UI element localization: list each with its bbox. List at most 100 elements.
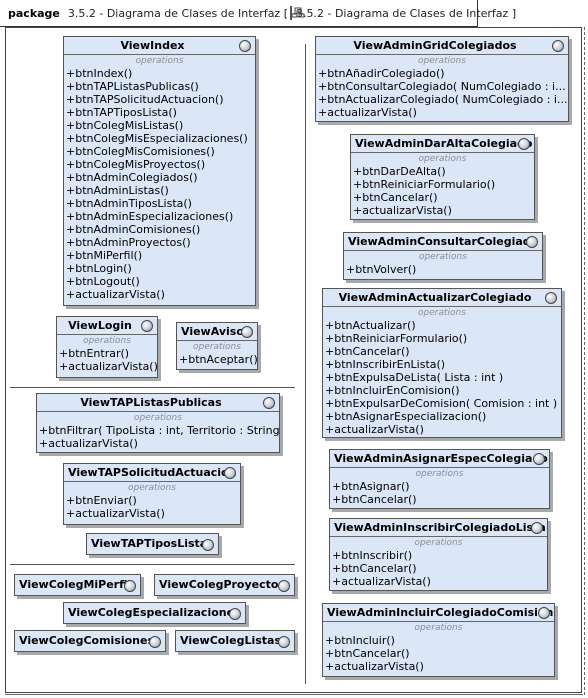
class-viewtapsolicitudactuacion[interactable]: ViewTAPSolicitudActuacion operations +bt…: [63, 463, 241, 525]
class-viewtaptiposlista[interactable]: ViewTAPTiposLista: [86, 533, 219, 555]
operation: +btnTAPListasPublicas(): [66, 80, 199, 93]
diagram-icon: [290, 6, 305, 20]
class-icon: [141, 320, 153, 332]
class-viewadmininscribircolegiadolista[interactable]: ViewAdminInscribirColegiadoLista operati…: [329, 518, 548, 591]
operation: +btnAdminProyectos(): [66, 236, 191, 249]
frame-edge-dashed: [584, 27, 585, 695]
class-icon: [263, 397, 275, 409]
class-icon: [124, 580, 136, 592]
operations-label: operations: [418, 56, 466, 66]
operation: +btnExpulsarDeComision( Comision : int ): [325, 397, 558, 410]
class-name: ViewColegEspecializaciones: [68, 606, 241, 619]
class-viewaviso[interactable]: ViewAviso operations +btnAceptar(): [176, 322, 258, 370]
package-frame: [5, 27, 582, 693]
operation: +actualizarVista(): [332, 575, 431, 588]
section-divider-top: [10, 387, 295, 388]
operations-list: +btnActualizar() +btnReiniciarFormulario…: [323, 319, 561, 436]
operation: +btnDarDeAlta(): [353, 165, 446, 178]
class-icon: [545, 292, 557, 304]
operation: +btnAceptar(): [179, 353, 257, 366]
operation: +btnTAPTiposLista(): [66, 106, 177, 119]
class-viewadmingridcolegiados[interactable]: ViewAdminGridColegiados operations +btnA…: [315, 36, 569, 122]
class-viewadminconsultarcolegiado[interactable]: ViewAdminConsultarColegiado operations +…: [343, 232, 543, 280]
operation: +btnColegMisListas(): [66, 119, 184, 132]
class-viewadminactualizarcolegiado[interactable]: ViewAdminActualizarColegiado operations …: [322, 288, 562, 438]
operations-list: +btnAsignar() +btnCancelar(): [330, 480, 549, 506]
operations-label: operations: [135, 56, 184, 66]
class-name: ViewColegProyectos: [159, 578, 286, 591]
class-icon: [531, 522, 543, 534]
operation: +btnCancelar(): [325, 345, 410, 358]
class-viewindex[interactable]: ViewIndex operations +btnIndex() +btnTAP…: [63, 36, 256, 306]
operations-list: +btnEntrar() +actualizarVista(): [57, 347, 157, 373]
operation: +btnAñadirColegiado(): [318, 67, 445, 80]
operation: +btnAdminListas(): [66, 184, 169, 197]
class-icon: [149, 636, 161, 648]
operation: +btnCancelar(): [353, 191, 438, 204]
class-viewadmindaraltacolegiado[interactable]: ViewAdminDarAltaColegiado operations +bt…: [350, 134, 535, 220]
frame-title: 3.5.2 - Diagrama de Clases de Interfaz [: [67, 6, 288, 20]
class-name: ViewAdminActualizarColegiado: [323, 289, 561, 307]
operations-label: operations: [419, 252, 467, 262]
operation: +btnAsignar(): [332, 480, 410, 493]
class-viewadminincluircolegiadocomision[interactable]: ViewAdminIncluirColegiadoComision operat…: [322, 603, 555, 677]
class-viewcolegproyectos[interactable]: ViewColegProyectos: [154, 574, 295, 596]
operations-list: +btnIncluir() +btnCancelar() +actualizar…: [323, 634, 554, 673]
class-icon: [229, 608, 241, 620]
operations-label: operations: [193, 342, 241, 352]
operation: +btnColegMisProyectos(): [66, 158, 206, 171]
operation: +btnEntrar(): [59, 347, 130, 360]
class-name: ViewTAPSolicitudActuacion: [64, 464, 240, 482]
operation: +btnAdminEspecializaciones(): [66, 210, 234, 223]
class-viewcoleglistas[interactable]: ViewColegListas: [175, 630, 295, 652]
class-icon: [526, 236, 538, 248]
operations-list: +btnFiltrar( TipoLista : int, Territorio…: [37, 424, 279, 450]
operation: +btnColegMisEspecializaciones(): [66, 132, 248, 145]
class-name: ViewTAPListasPublicas: [37, 394, 279, 412]
operation: +btnCancelar(): [325, 647, 410, 660]
operations-label: operations: [414, 538, 463, 548]
operation: +actualizarVista(): [59, 360, 157, 373]
class-viewcolegespecializaciones[interactable]: ViewColegEspecializaciones: [63, 602, 246, 624]
operation: +btnCancelar(): [332, 493, 417, 506]
operation: +btnReiniciarFormulario(): [325, 332, 468, 345]
class-viewcolegmiperfil[interactable]: ViewColegMiPerfil: [14, 574, 141, 596]
operation: +btnLogin(): [66, 262, 132, 275]
class-name: ViewAdminAsignarEspecColegiado: [330, 450, 549, 468]
class-viewtaplistaspublicas[interactable]: ViewTAPListasPublicas operations +btnFil…: [36, 393, 280, 453]
class-icon: [518, 138, 530, 150]
frame-bottom-line: [5, 694, 583, 695]
class-name: ViewAviso: [177, 323, 257, 341]
operation: +actualizarVista(): [66, 288, 165, 301]
class-viewlogin[interactable]: ViewLogin operations +btnEntrar() +actua…: [56, 316, 158, 378]
operation: +btnInscribirEnLista(): [325, 358, 446, 371]
operations-label: operations: [414, 623, 463, 633]
operations-list: +btnVolver(): [344, 263, 542, 276]
operation: +btnAdminColegiados(): [66, 171, 198, 184]
operation: +actualizarVista(): [66, 507, 165, 520]
operations-list: +btnAñadirColegiado() +btnConsultarColeg…: [316, 67, 568, 119]
class-name: ViewColegMiPerfil: [19, 578, 132, 591]
operation: +btnConsultarColegiado( NumColegiado : i…: [318, 80, 566, 93]
class-name: ViewAdminDarAltaColegiado: [351, 135, 534, 153]
class-icon: [239, 40, 251, 52]
class-name: ViewColegListas: [180, 634, 282, 647]
operations-list: +btnIndex() +btnTAPListasPublicas() +btn…: [64, 67, 255, 301]
operation: +btnIncluir(): [325, 634, 395, 647]
operation: +actualizarVista(): [325, 660, 424, 673]
class-name: ViewAdminIncluirColegiadoComision: [323, 604, 554, 622]
class-icon: [533, 453, 545, 465]
class-viewadminasignarespeccolegiado[interactable]: ViewAdminAsignarEspecColegiado operation…: [329, 449, 550, 509]
operation: +btnFiltrar( TipoLista : int, Territorio…: [39, 424, 279, 437]
class-viewcolegcomisiones[interactable]: ViewColegComisiones: [14, 630, 166, 652]
frame-keyword: package: [8, 6, 60, 20]
column-divider: [305, 44, 306, 684]
operation: +btnIndex(): [66, 67, 133, 80]
class-name: ViewAdminConsultarColegiado: [344, 233, 542, 251]
class-name: ViewAdminInscribirColegiadoLista: [330, 519, 547, 537]
operation: +btnTAPSolicitudActuacion(): [66, 93, 224, 106]
operation: +btnEnviar(): [66, 494, 137, 507]
operation: +btnInscribir(): [332, 549, 413, 562]
class-icon: [224, 467, 236, 479]
